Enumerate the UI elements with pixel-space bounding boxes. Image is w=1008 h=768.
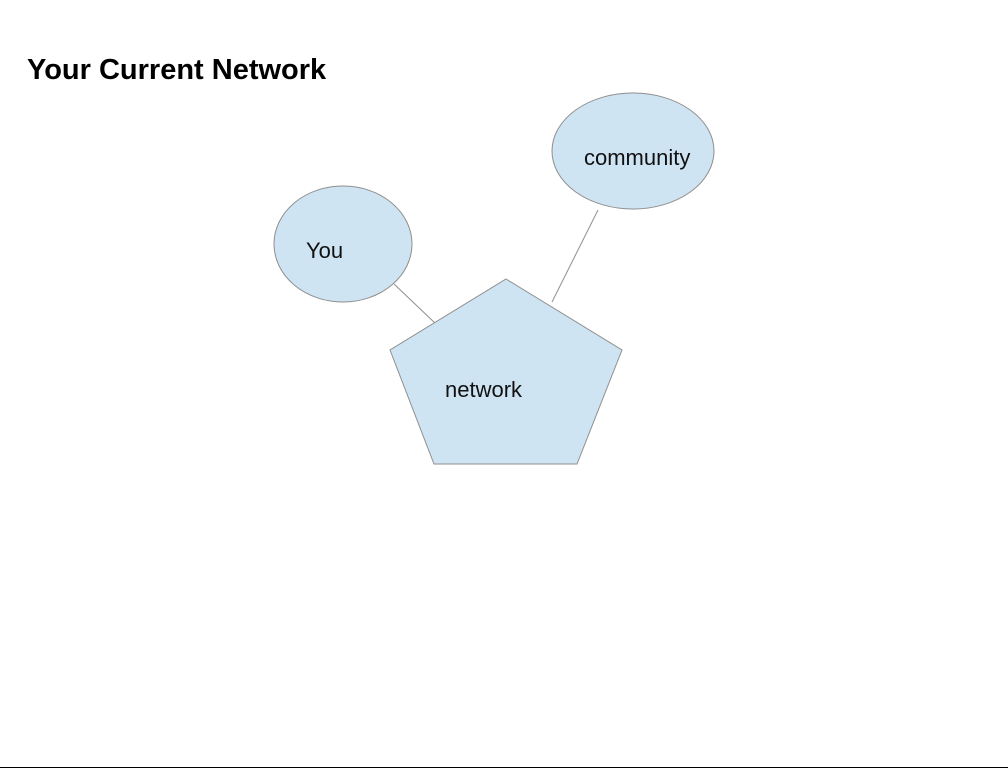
node-community[interactable]: community (551, 92, 715, 210)
page-title: Your Current Network (27, 54, 327, 86)
node-network-shape (389, 278, 623, 465)
node-community-shape (551, 92, 715, 210)
node-you-label: You (306, 238, 343, 263)
node-network-label: network (445, 377, 523, 402)
node-you-shape (273, 185, 413, 303)
node-you[interactable]: You (273, 185, 413, 303)
node-network[interactable]: network (389, 278, 623, 465)
connector-you-network (393, 283, 437, 325)
node-community-label: community (584, 145, 690, 170)
connector-community-network (551, 209, 599, 303)
